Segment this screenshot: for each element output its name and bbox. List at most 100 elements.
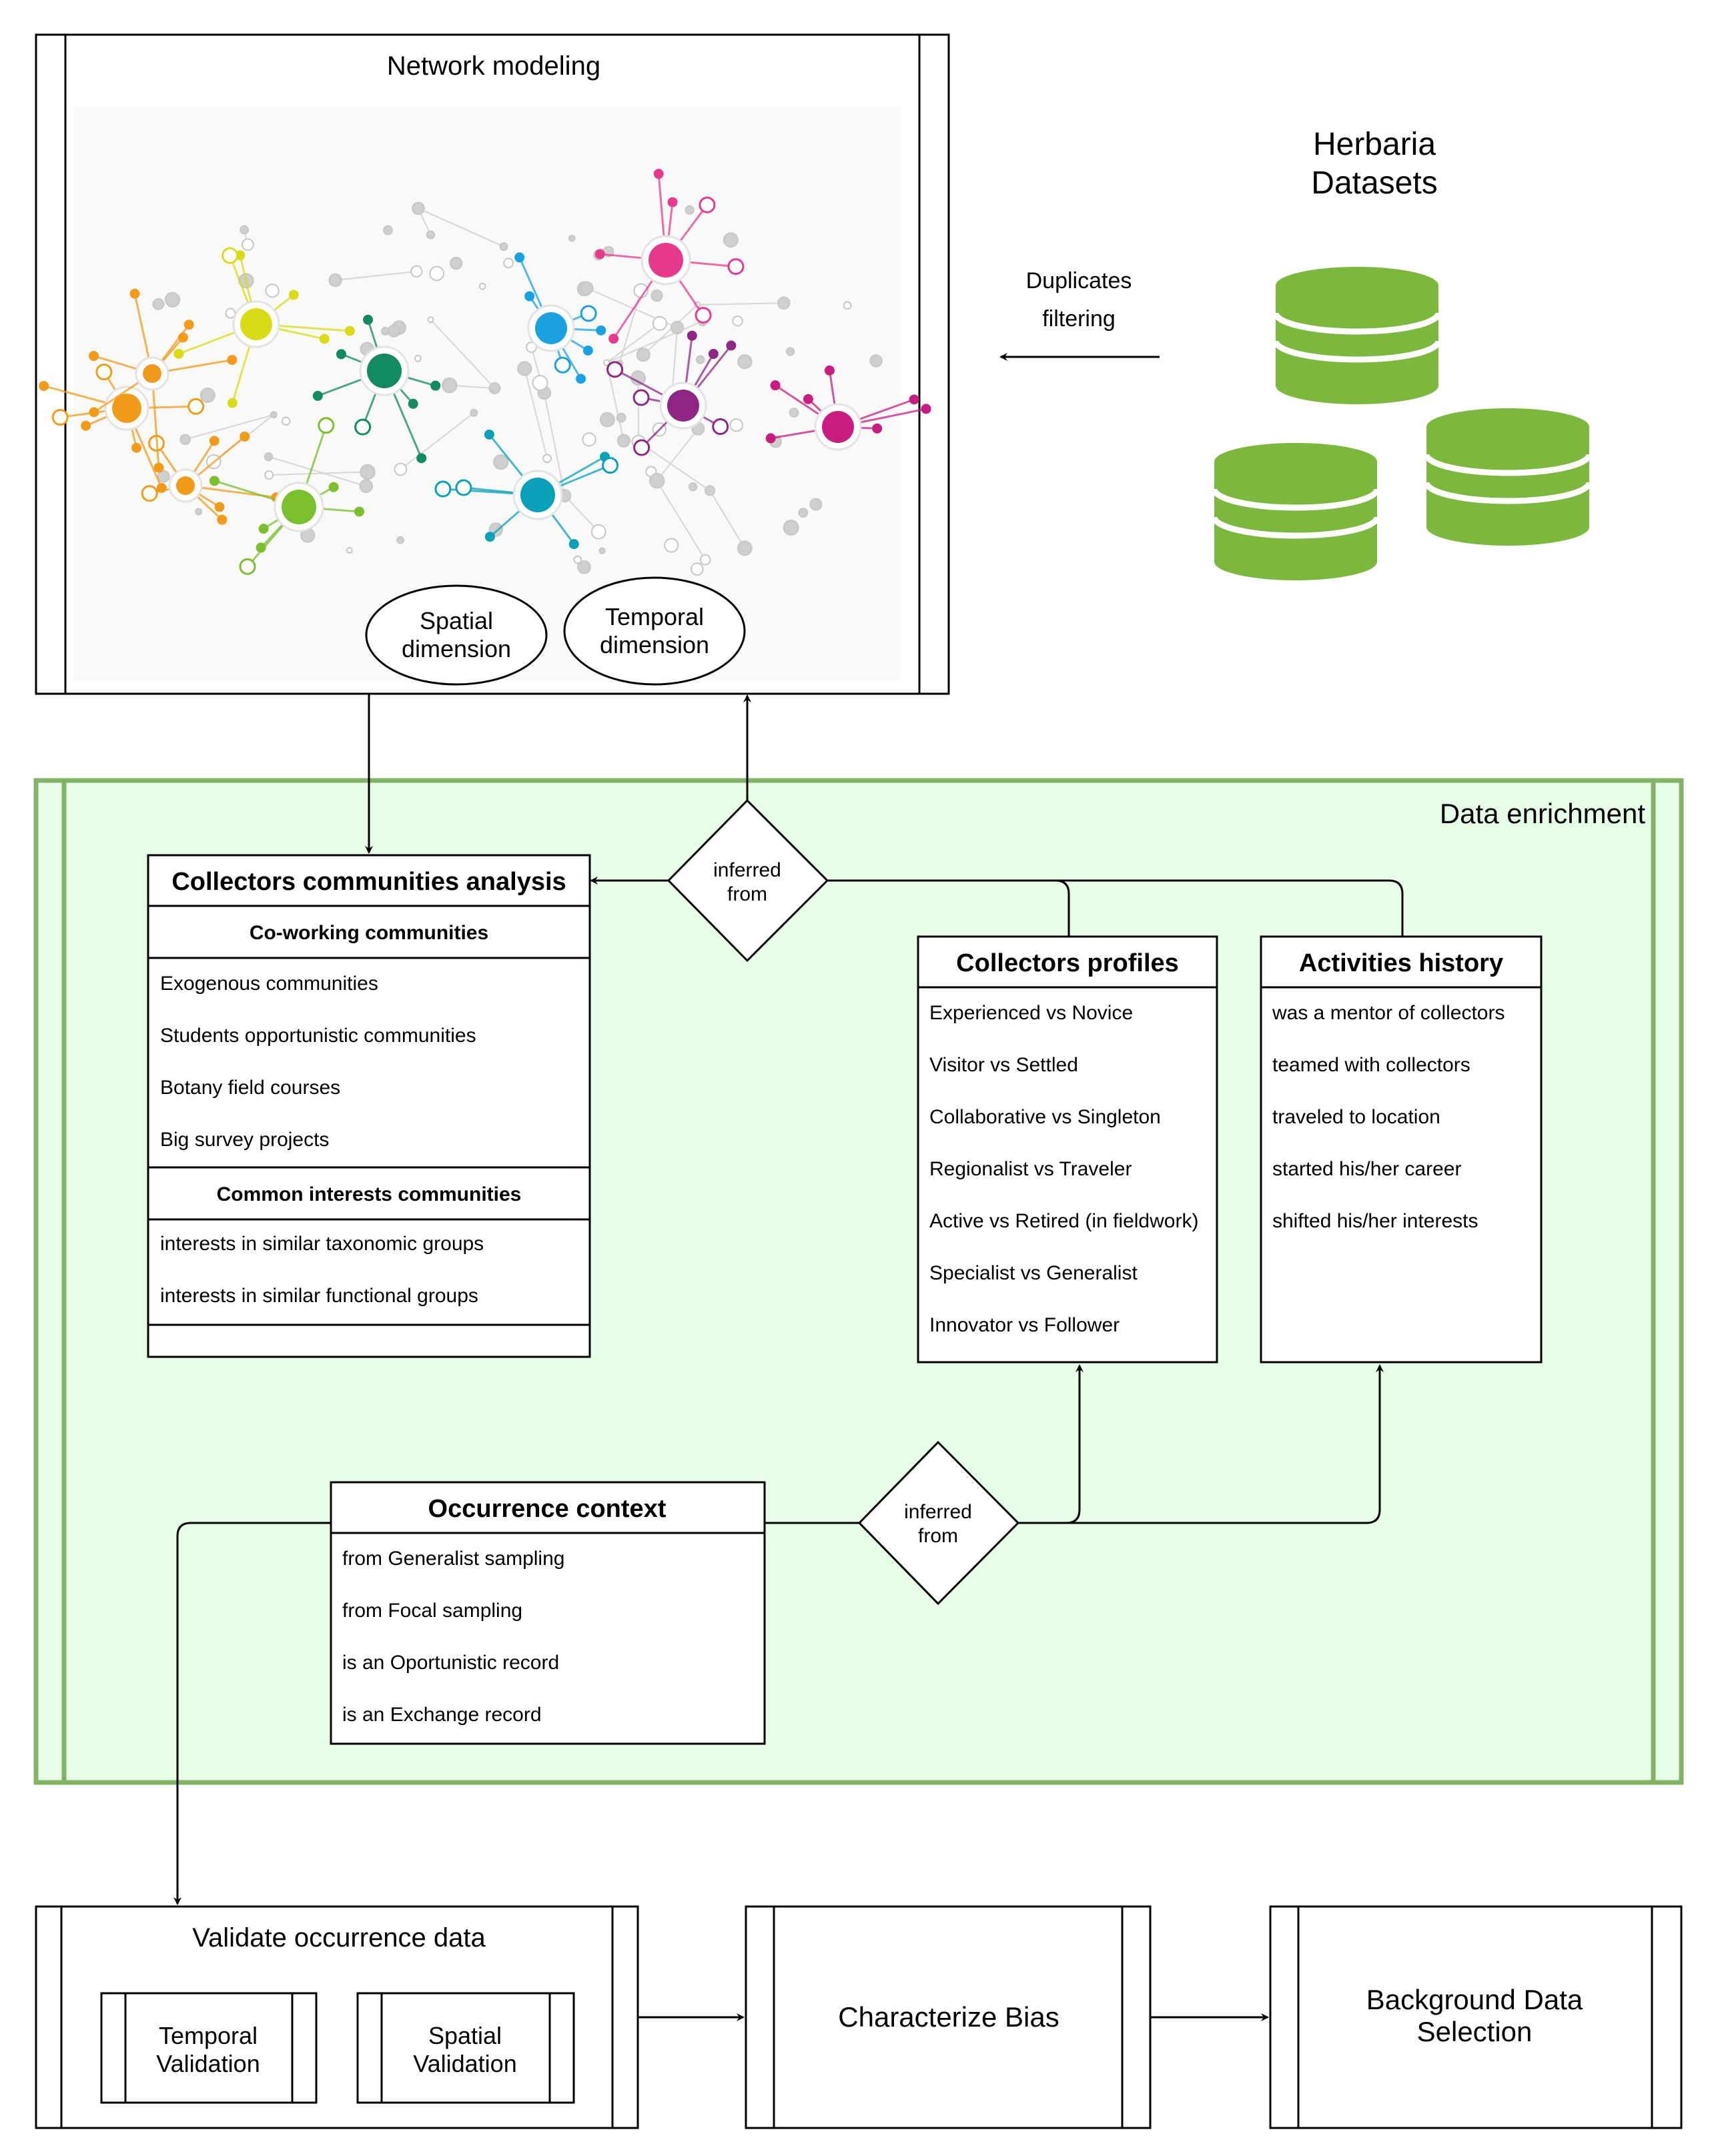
network-node bbox=[281, 416, 291, 426]
network-node bbox=[526, 342, 537, 354]
network-node bbox=[164, 292, 181, 308]
network-node bbox=[434, 480, 452, 498]
database-icons bbox=[1211, 267, 1593, 580]
network-node bbox=[265, 284, 280, 298]
communities-item: interests in similar functional groups bbox=[160, 1285, 478, 1307]
network-node bbox=[442, 377, 458, 394]
network-node bbox=[264, 452, 274, 462]
network-node bbox=[616, 412, 626, 423]
network-node bbox=[493, 454, 509, 470]
profile-item: Collaborative vs Singleton bbox=[929, 1106, 1161, 1128]
network-node bbox=[319, 334, 330, 344]
network-node bbox=[408, 398, 418, 409]
inferred-from-diamond-bottom: inferred from bbox=[857, 1440, 1020, 1606]
profile-item: Innovator vs Follower bbox=[929, 1314, 1120, 1336]
network-node bbox=[542, 454, 552, 464]
herbaria-title-line1: Herbaria bbox=[1313, 127, 1436, 162]
network-edge bbox=[185, 414, 274, 440]
duplicates-filtering-line1: Duplicates bbox=[1026, 268, 1132, 294]
database-icon bbox=[1211, 443, 1380, 580]
profile-item: Regionalist vs Traveler bbox=[929, 1158, 1132, 1180]
network-node bbox=[214, 502, 225, 512]
line-inferred-to-activities bbox=[827, 879, 1404, 937]
network-node bbox=[798, 508, 809, 518]
network-node bbox=[288, 290, 299, 300]
network-node bbox=[843, 301, 852, 310]
temporal-validation-line2: Validation bbox=[156, 2050, 260, 2077]
network-node bbox=[225, 308, 236, 319]
validate-title: Validate occurrence data bbox=[192, 1923, 486, 1953]
communities-item: Big survey projects bbox=[160, 1129, 329, 1151]
network-node bbox=[141, 485, 158, 502]
collectors-communities-table: Collectors communities analysis Co-worki… bbox=[147, 854, 591, 1358]
network-node bbox=[596, 325, 606, 336]
network-node bbox=[568, 539, 579, 550]
activities-history-table: Activities history was a mentor of colle… bbox=[1260, 935, 1543, 1364]
activity-item: traveled to location bbox=[1272, 1106, 1440, 1128]
temporal-validation-line1: Temporal bbox=[159, 2022, 258, 2049]
arrow-occurrence-to-validate bbox=[173, 1522, 331, 1905]
network-edge bbox=[606, 320, 703, 364]
network-node bbox=[503, 257, 514, 269]
occurrence-item: from Generalist sampling bbox=[342, 1548, 564, 1570]
network-node bbox=[478, 282, 486, 290]
network-hub-node bbox=[367, 354, 402, 388]
communities-item: interests in similar taxonomic groups bbox=[160, 1233, 484, 1255]
network-node bbox=[157, 470, 170, 483]
network-node bbox=[346, 546, 353, 554]
network-hub-node bbox=[143, 364, 161, 383]
network-node bbox=[633, 439, 651, 456]
network-node bbox=[602, 457, 619, 474]
network-node bbox=[312, 390, 323, 401]
network-node bbox=[217, 514, 228, 525]
network-node bbox=[598, 547, 606, 554]
network-node bbox=[723, 232, 739, 248]
network-node bbox=[484, 532, 495, 542]
network-node bbox=[387, 324, 400, 338]
network-node bbox=[95, 364, 113, 381]
network-node bbox=[824, 365, 835, 376]
network-modeling-process: Network modeling Spatial dimension Tempo… bbox=[35, 33, 950, 695]
network-edge bbox=[524, 368, 548, 459]
network-node bbox=[687, 330, 697, 341]
network-node bbox=[573, 555, 582, 564]
network-node bbox=[576, 374, 586, 384]
network-node bbox=[410, 265, 423, 278]
network-node bbox=[240, 225, 250, 235]
network-node bbox=[427, 316, 434, 324]
co-working-heading: Co-working communities bbox=[250, 922, 488, 944]
network-node bbox=[785, 347, 795, 356]
network-node bbox=[354, 506, 364, 517]
network-node bbox=[582, 432, 596, 447]
network-node bbox=[783, 520, 799, 536]
temporal-dimension-ellipse: Temporal dimension bbox=[563, 576, 746, 686]
background-data-line1: Background Data bbox=[1366, 1984, 1583, 2015]
network-node bbox=[394, 462, 408, 476]
database-icon bbox=[1423, 408, 1593, 546]
activity-item: started his/her career bbox=[1272, 1158, 1461, 1180]
network-edge bbox=[268, 456, 366, 487]
profile-item: Specialist vs Generalist bbox=[929, 1262, 1138, 1284]
temporal-validation-process: Temporal Validation bbox=[100, 1992, 318, 2104]
network-node bbox=[416, 453, 427, 464]
network-graph-illustration bbox=[39, 169, 931, 576]
network-node bbox=[209, 436, 220, 446]
network-node bbox=[712, 418, 729, 435]
network-node bbox=[173, 348, 184, 359]
network-node bbox=[426, 230, 436, 239]
occurrence-context-table: Occurrence context from Generalist sampl… bbox=[330, 1481, 766, 1745]
network-edge bbox=[606, 323, 661, 364]
network-node bbox=[582, 345, 593, 356]
network-node bbox=[765, 433, 776, 444]
network-node bbox=[608, 334, 619, 344]
network-node bbox=[240, 431, 250, 442]
spatial-validation-line1: Spatial bbox=[428, 2022, 502, 2049]
network-node bbox=[695, 355, 705, 364]
characterize-bias-label: Characterize Bias bbox=[838, 2001, 1059, 2033]
communities-title: Collectors communities analysis bbox=[171, 868, 566, 896]
network-node bbox=[667, 197, 678, 207]
network-node bbox=[606, 361, 624, 378]
spatial-validation-process: Spatial Validation bbox=[356, 1992, 575, 2104]
spatial-dimension-line2: dimension bbox=[402, 635, 511, 662]
